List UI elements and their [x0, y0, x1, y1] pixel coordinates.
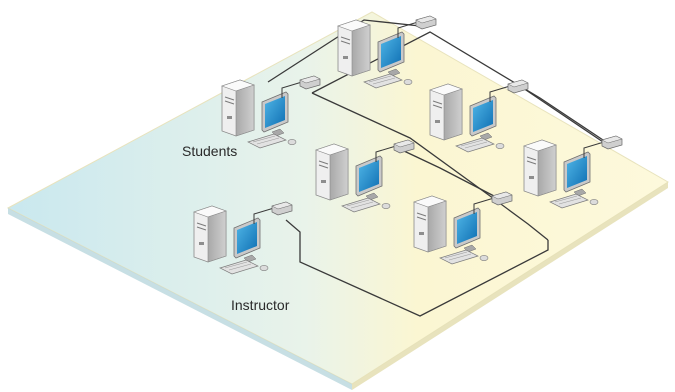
cable-instructor [285, 219, 549, 317]
cable-link-2 [519, 85, 613, 147]
floor-edge [8, 208, 352, 390]
cable-row-mid [311, 31, 607, 145]
instructor-label: Instructor [231, 297, 290, 313]
network-cabling [267, 19, 613, 317]
cable-row-front [311, 92, 549, 241]
cable-link-1 [403, 150, 495, 197]
students-label: Students [182, 143, 238, 159]
cable-row-back [267, 19, 421, 83]
floor-edge [352, 182, 668, 390]
